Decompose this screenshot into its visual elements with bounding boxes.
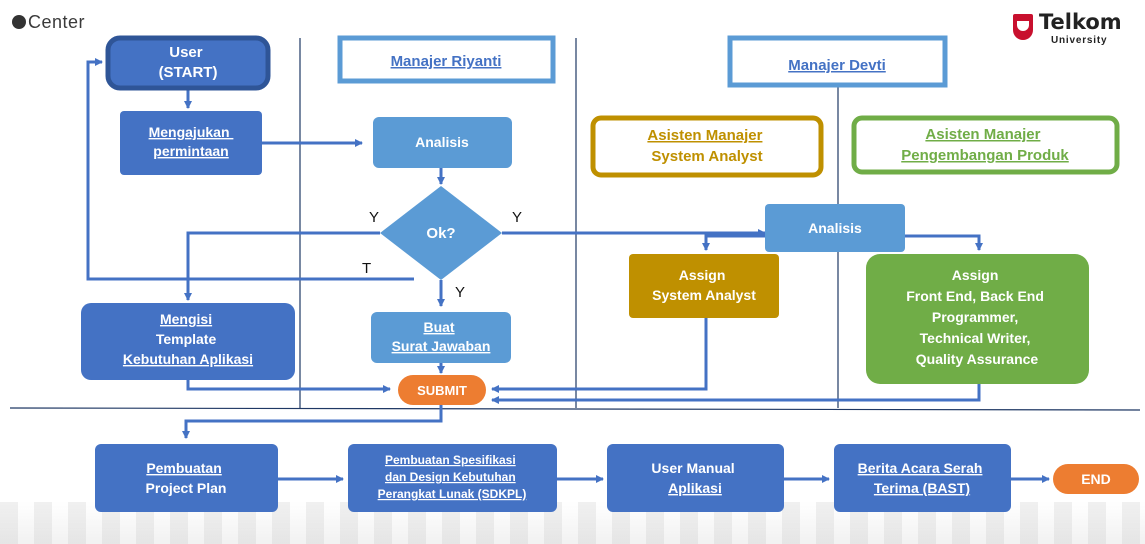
edge-label-t: T xyxy=(362,260,371,277)
node-assign-team-text: Assign Front End, Back End Programmer, T… xyxy=(906,267,1048,367)
node-submit xyxy=(398,375,486,405)
node-analisis-devti xyxy=(765,204,905,252)
node-mengisi-template xyxy=(81,303,295,380)
header-asisten-system-analyst-text: Asisten Manajer System Analyst xyxy=(647,127,766,165)
telkom-logo-mark xyxy=(1013,14,1033,40)
arrow-submit-to-project-plan xyxy=(182,405,443,439)
node-submit-text: SUBMIT xyxy=(417,383,467,398)
node-assign-system-analyst-text: Assign System Analyst xyxy=(652,267,756,303)
telkom-logo-title: Telkom xyxy=(1039,10,1122,34)
node-ok-decision xyxy=(380,186,502,280)
header-user-start xyxy=(105,35,271,91)
arrow-assign-sa-to-submit xyxy=(491,318,708,393)
node-ok-decision-text: Ok? xyxy=(426,225,455,242)
node-user-manual-aplikasi-text: User Manual Aplikasi xyxy=(651,460,738,496)
node-pembuatan-sdkpl-text: Pembuatan Spesifikasi dan Design Kebutuh… xyxy=(378,453,527,501)
telkom-logo-subtitle: University xyxy=(1051,35,1108,46)
node-analisis-riyanti xyxy=(373,117,512,168)
arrow-ok-no-to-start xyxy=(86,58,414,281)
edge-label-y-down: Y xyxy=(455,284,465,301)
header-user-start-text: User (START) xyxy=(159,44,218,81)
header-manajer-riyanti-text: Manajer Riyanti xyxy=(391,53,502,70)
node-user-manual-aplikasi xyxy=(607,444,784,512)
node-analisis-devti-text: Analisis xyxy=(808,220,862,236)
edge-label-y-right: Y xyxy=(512,209,522,226)
arrow-ok-yes-to-mengisi xyxy=(184,231,380,301)
itcenter-logo-text: Center xyxy=(28,12,86,32)
itcenter-logo-mark xyxy=(12,15,26,29)
header-asisten-pengembangan-produk xyxy=(851,115,1120,175)
node-pembuatan-sdkpl xyxy=(348,444,557,512)
edge-label-y-left: Y xyxy=(369,209,379,226)
header-manajer-devti xyxy=(727,35,948,88)
node-berita-acara-bast xyxy=(834,444,1011,512)
node-assign-system-analyst xyxy=(629,254,779,318)
header-asisten-system-analyst xyxy=(590,115,824,178)
node-assign-team xyxy=(866,254,1089,384)
arrow-assign-team-to-submit xyxy=(491,384,981,404)
header-manajer-riyanti xyxy=(337,35,556,84)
telkom-university-logo: Telkom University xyxy=(1013,10,1133,50)
header-asisten-pengembangan-produk-text: Asisten Manajer Pengembangan Produk xyxy=(901,126,1069,164)
node-buat-surat-jawaban-text: Buat Surat Jawaban xyxy=(392,319,491,354)
node-mengajukan-permintaan-text: Mengajukan permintaan xyxy=(149,124,234,159)
phase-divider xyxy=(9,407,1141,411)
lane-dividers xyxy=(9,38,1141,411)
node-mengajukan-permintaan xyxy=(120,111,262,175)
arrow-mengisi-to-submit xyxy=(186,380,391,393)
node-mengisi-template-text: Mengisi Template Kebutuhan Aplikasi xyxy=(123,311,253,367)
node-analisis-riyanti-text: Analisis xyxy=(415,134,469,150)
node-buat-surat-jawaban xyxy=(371,312,511,363)
node-pembuatan-project-plan-text: Pembuatan Project Plan xyxy=(146,460,227,496)
arrow-analisis-to-assign-team xyxy=(870,234,983,251)
itcenter-logo: Center xyxy=(12,12,85,33)
node-end xyxy=(1053,464,1139,494)
node-berita-acara-bast-text: Berita Acara Serah Terima (BAST) xyxy=(858,460,987,496)
node-end-text: END xyxy=(1081,471,1111,487)
node-pembuatan-project-plan xyxy=(95,444,278,512)
header-manajer-devti-text: Manajer Devti xyxy=(788,57,886,74)
